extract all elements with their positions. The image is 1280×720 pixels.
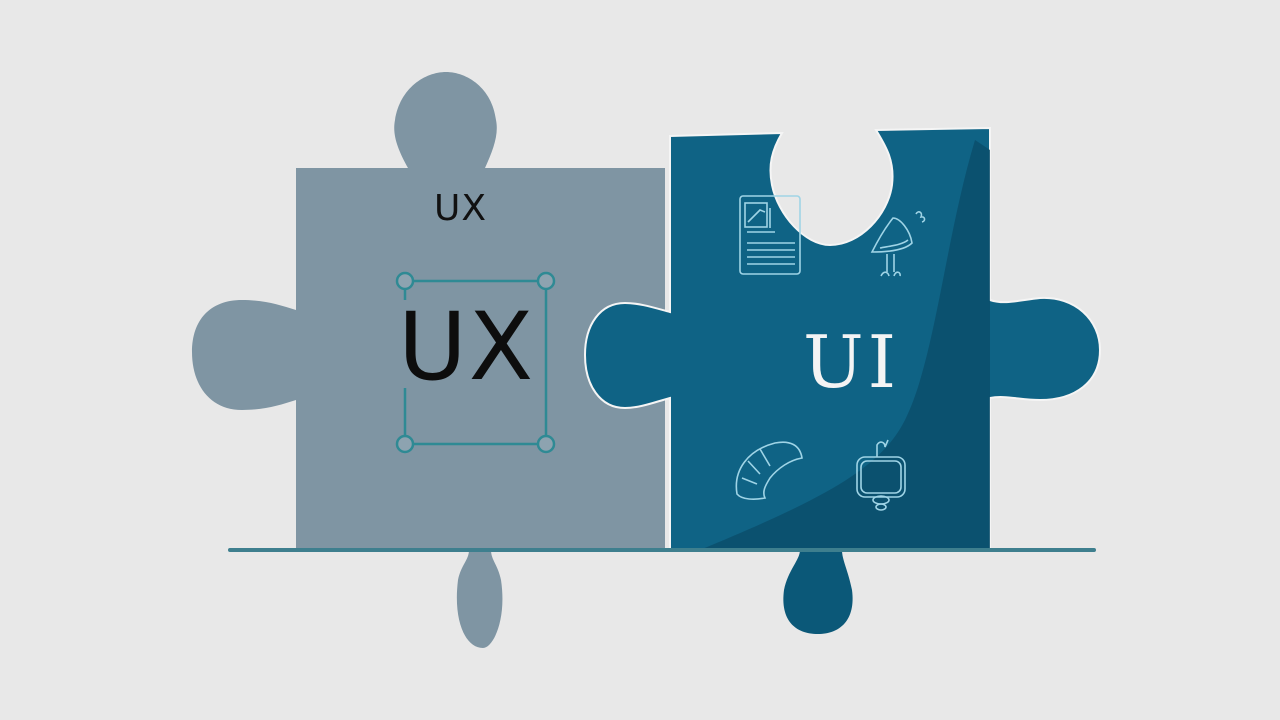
tv-screen-icon (856, 439, 906, 511)
ux-main-label: UX (398, 293, 536, 402)
curved-pipe-icon (735, 441, 803, 500)
satellite-dish-icon (870, 211, 926, 277)
selection-frame (395, 271, 556, 454)
floor-line (228, 548, 1096, 552)
ui-main-label: UI (803, 320, 901, 404)
document-chart-icon (739, 195, 801, 275)
ui-puzzle-piece (583, 126, 1102, 634)
ux-caption: UX (434, 188, 488, 229)
